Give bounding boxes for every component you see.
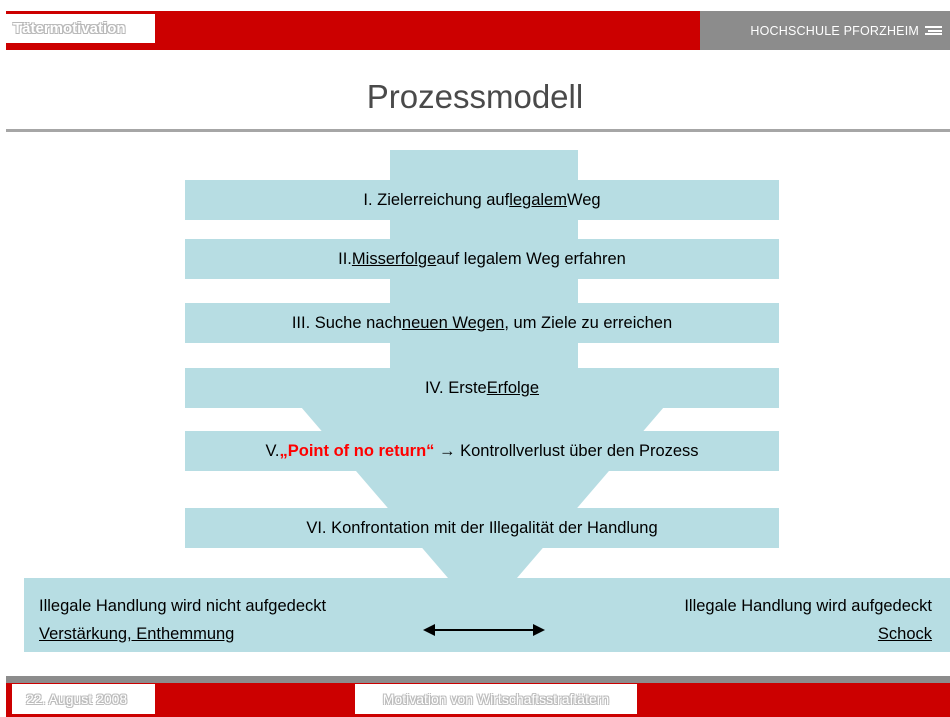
stage-1-keyword: legalem — [509, 190, 567, 209]
outcome-detected-line1: Illegale Handlung wird aufgedeckt — [684, 597, 932, 615]
outcome-undetected-line1: Illegale Handlung wird nicht aufgedeckt — [39, 597, 327, 615]
stage-4-keyword: Erfolge — [486, 378, 540, 397]
footer-date: 22. August 2008 — [26, 691, 128, 707]
stage-1-text-pre: I. Zielerreichung auf — [363, 190, 510, 209]
stage-5: V. „Point of no return“ → Kontrollverlus… — [185, 431, 779, 471]
outcome-box — [24, 578, 950, 652]
outcome-detected: Illegale Handlung wird aufgedeckt Schock — [684, 592, 932, 648]
stage-6: VI. Konfrontation mit der Illegalität de… — [185, 508, 779, 548]
double-arrow-icon — [423, 624, 545, 636]
stage-4: IV. Erste Erfolge — [185, 368, 779, 408]
institution-name: HOCHSCHULE PFORZHEIM — [750, 23, 919, 38]
stage-2: II. Misserfolge auf legalem Weg erfahren — [185, 239, 779, 279]
stage-1: I. Zielerreichung auf legalem Weg — [185, 180, 779, 220]
section-tag: Tätermotivation — [6, 14, 155, 43]
slide-title: Prozessmodell — [366, 78, 584, 115]
stage-5-arrow-icon: → — [439, 441, 456, 460]
stage-3-text-pre: III. Suche nach — [291, 313, 402, 332]
stage-3: III. Suche nach neuen Wegen, um Ziele zu… — [185, 303, 779, 343]
footer-topic-box: Motivation von Wirtschaftsstraftätern — [355, 684, 637, 714]
footer-topic: Motivation von Wirtschaftsstraftätern — [382, 691, 610, 707]
section-tag-label: Tätermotivation — [13, 20, 126, 37]
outcome-undetected: Illegale Handlung wird nicht aufgedeckt … — [39, 592, 326, 648]
stage-4-text-pre: IV. Erste — [424, 378, 487, 397]
stage-3-text-post: , um Ziele zu erreichen — [504, 313, 673, 332]
institution-brand: HOCHSCHULE PFORZHEIM — [700, 11, 950, 50]
footer-date-box: 22. August 2008 — [12, 684, 155, 714]
stage-3-keyword: neuen Wegen — [401, 313, 505, 332]
title-divider — [6, 129, 950, 132]
stage-5-highlight: „Point of no return“ — [279, 441, 435, 460]
stage-6-text: VI. Konfrontation mit der Illegalität de… — [306, 518, 658, 537]
stage-5-text-pre: V. — [265, 441, 280, 460]
footer-divider — [6, 676, 950, 683]
university-logo-icon — [925, 26, 942, 35]
outcome-undetected-consequence: Verstärkung, Enthemmung — [39, 625, 235, 643]
stage-5-text-post: Kontrollverlust über den Prozess — [460, 441, 699, 460]
stage-2-keyword: Misserfolge — [351, 249, 437, 268]
stage-1-text-post: Weg — [566, 190, 601, 209]
stage-2-text-post: auf legalem Weg erfahren — [436, 249, 626, 268]
stage-2-text-pre: II. — [338, 249, 352, 268]
outcome-detected-consequence: Schock — [877, 625, 932, 643]
